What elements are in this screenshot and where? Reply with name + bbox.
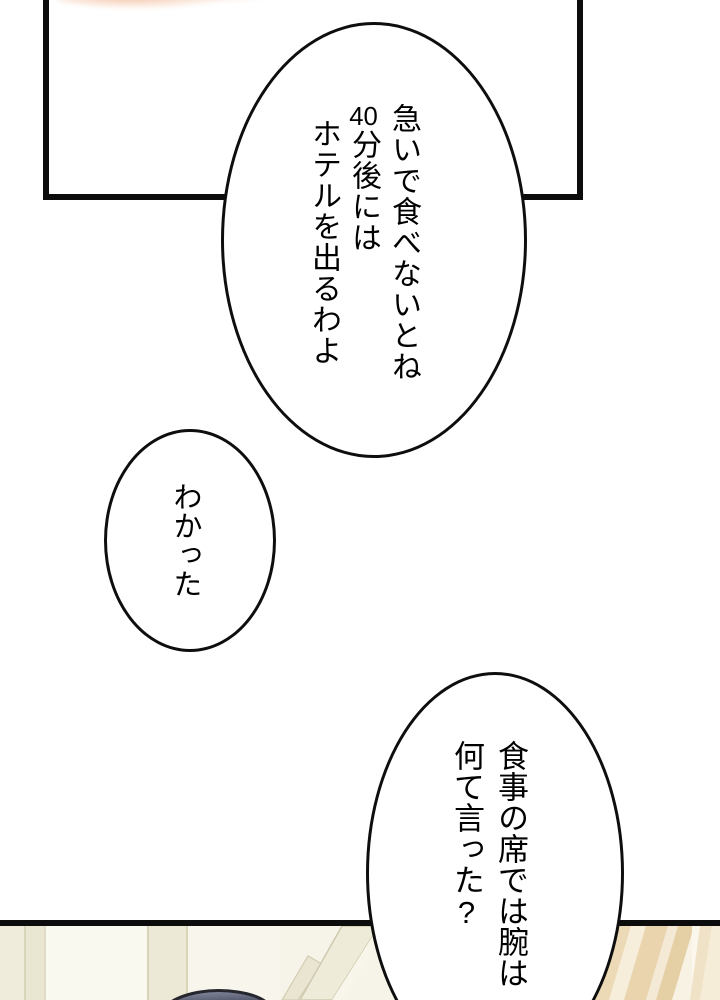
bubble1-line2: 40分後には xyxy=(343,103,383,382)
wall-light-section xyxy=(46,926,148,1000)
speech-bubble-okay xyxy=(104,429,276,652)
speech-bubble-okay-text: わかった xyxy=(166,482,204,598)
speech-bubble-hurry-text: 急いで食べないとね 40分後には ホテルを出るわよ xyxy=(303,103,423,382)
bubble3-line2: 何て言った? xyxy=(449,740,484,930)
character-hair xyxy=(171,989,266,1000)
bubble3-line1: 食事の席では腕は xyxy=(493,740,528,988)
speech-bubble-question-text: 食事の席では腕は 何て言った? xyxy=(444,740,532,988)
bubble1-line1: 急いで食べないとね xyxy=(387,103,420,382)
pillar-left xyxy=(26,926,44,1000)
bubble1-line3: ホテルを出るわよ xyxy=(307,118,340,366)
panel-artwork-orange-glow xyxy=(55,0,225,8)
bottom-panel-artwork xyxy=(0,926,720,1000)
speech-bubble-question xyxy=(366,672,624,1000)
beam-strut-highlight xyxy=(332,934,374,1000)
bubble1-line2-number: 40 xyxy=(349,103,378,129)
pillar-center xyxy=(148,926,188,1000)
bottom-panel-border-line xyxy=(0,920,720,926)
panel-artwork-orange-glow-soft xyxy=(169,0,279,2)
wall-left-band xyxy=(0,926,26,1000)
bubble2-line1: わかった xyxy=(169,482,201,598)
bubble1-line2-rest: 分後には xyxy=(347,129,380,253)
speech-bubble-hurry xyxy=(221,22,527,458)
